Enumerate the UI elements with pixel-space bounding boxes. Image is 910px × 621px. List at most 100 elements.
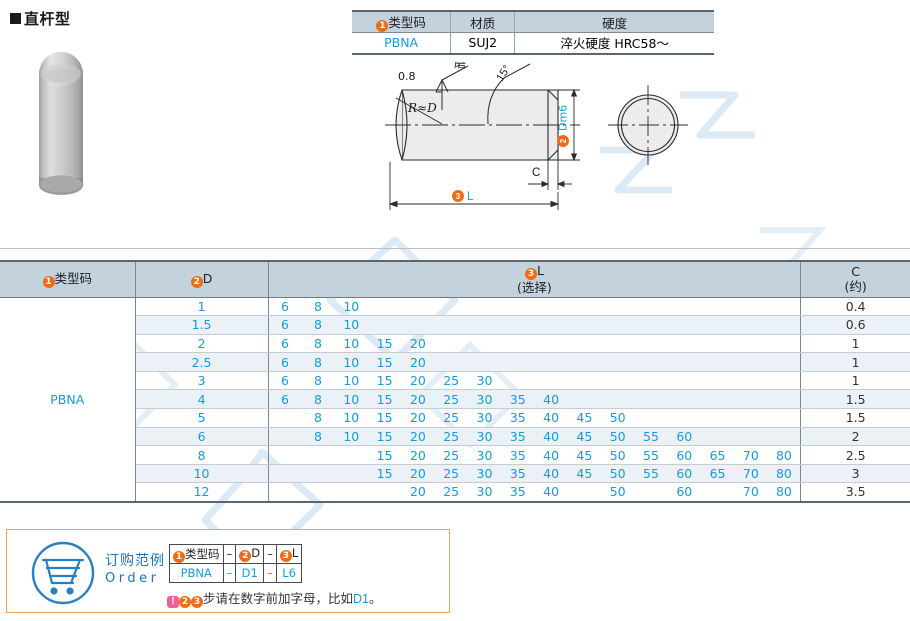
cell-c-value: 2	[800, 427, 910, 447]
cell-l-value: 45	[567, 408, 602, 428]
cell-c-value: 0.4	[800, 297, 910, 317]
cell-l-value: 25	[434, 389, 468, 410]
cell-l-value	[667, 297, 701, 317]
cell-l-value	[467, 315, 502, 335]
cell-l-value	[700, 427, 735, 447]
badge-2-icon	[557, 135, 569, 147]
cell-l-value: 35	[501, 445, 535, 465]
length-label: L	[467, 191, 474, 203]
cell-l-value: 60	[667, 482, 701, 503]
cell-l-value	[767, 297, 801, 317]
cell-l-value	[367, 297, 402, 317]
diameter-label: Dm6	[557, 105, 570, 131]
svg-text:2: 2	[559, 138, 568, 143]
cell-l-value	[301, 464, 335, 484]
cell-l-value: 15	[367, 464, 402, 484]
cell-l-value: 6	[268, 315, 302, 335]
radius-label: R≈D	[407, 101, 437, 115]
cell-l-value: 15	[367, 371, 402, 391]
cell-l-value	[301, 445, 335, 465]
cell-c-value: 3	[800, 464, 910, 484]
cell-l-value: 10	[334, 427, 368, 447]
cell-l-value	[634, 334, 668, 354]
material-header-material: 材质	[450, 10, 516, 33]
cell-l-value	[767, 408, 801, 428]
cell-l-value	[734, 315, 768, 335]
cell-l-value	[601, 315, 635, 335]
cell-l-value: 8	[301, 352, 335, 372]
cell-l-value	[601, 389, 635, 410]
cell-l-value	[567, 352, 602, 372]
cell-d-value: 2	[135, 334, 269, 354]
order-note-value: D1	[353, 592, 369, 606]
cell-l-value: 8	[301, 371, 335, 391]
order-note-suffix: 。	[369, 592, 382, 606]
cell-l-value: 6	[268, 389, 302, 410]
cell-l-value	[534, 352, 568, 372]
badge-3-icon: 3	[524, 267, 537, 280]
cell-l-value	[567, 482, 602, 503]
material-value-material: SUJ2	[450, 32, 516, 55]
cell-l-value	[767, 352, 801, 372]
cell-l-value	[601, 334, 635, 354]
cell-l-value: 30	[467, 445, 502, 465]
cell-l-value	[501, 371, 535, 391]
cell-l-value: 45	[567, 427, 602, 447]
cell-l-value	[434, 334, 468, 354]
cell-l-value	[700, 297, 735, 317]
cell-l-value: 40	[534, 389, 568, 410]
cell-l-value: 45	[567, 464, 602, 484]
grind-label: 磨	[454, 62, 466, 70]
cell-l-value	[501, 315, 535, 335]
cell-l-value: 55	[634, 427, 668, 447]
cell-l-value: 15	[367, 389, 402, 410]
svg-text:3: 3	[456, 192, 461, 201]
order-header-sep-2: –	[263, 544, 277, 564]
badge-1-icon: 1	[42, 275, 55, 288]
cell-l-value	[467, 297, 502, 317]
order-title-cn: 订购范例	[105, 552, 165, 568]
cell-l-value: 30	[467, 482, 502, 503]
cell-l-value: 80	[767, 445, 801, 465]
cell-l-value: 30	[467, 427, 502, 447]
cell-l-value	[700, 389, 735, 410]
cell-l-value	[667, 352, 701, 372]
cell-l-value: 10	[334, 297, 368, 317]
order-header-sep-1: –	[222, 544, 237, 564]
cell-l-value: 40	[534, 408, 568, 428]
cell-l-value	[367, 482, 402, 503]
cell-l-value: 20	[401, 445, 435, 465]
cell-l-value	[667, 334, 701, 354]
cell-l-value: 65	[700, 464, 735, 484]
cell-l-value: 15	[367, 352, 402, 372]
order-value-type-code: PBNA	[169, 563, 224, 583]
cell-l-value: 30	[467, 371, 502, 391]
cell-l-value: 15	[367, 445, 402, 465]
cell-l-value	[634, 371, 668, 391]
cell-l-value: 20	[401, 389, 435, 410]
cell-l-value: 70	[734, 464, 768, 484]
cell-c-value: 1.5	[800, 389, 910, 410]
cell-l-value	[567, 315, 602, 335]
cell-l-value	[334, 445, 368, 465]
cell-c-value: 0.6	[800, 315, 910, 335]
cell-c-value: 1	[800, 371, 910, 391]
cell-l-value: 80	[767, 482, 801, 503]
cell-d-value: 10	[135, 464, 269, 484]
order-value-sep-1: –	[222, 563, 237, 583]
cell-l-value	[534, 334, 568, 354]
cell-l-value: 50	[601, 408, 635, 428]
spec-header-c: C (约)	[800, 260, 910, 298]
order-value-sep-2: –	[263, 563, 277, 583]
